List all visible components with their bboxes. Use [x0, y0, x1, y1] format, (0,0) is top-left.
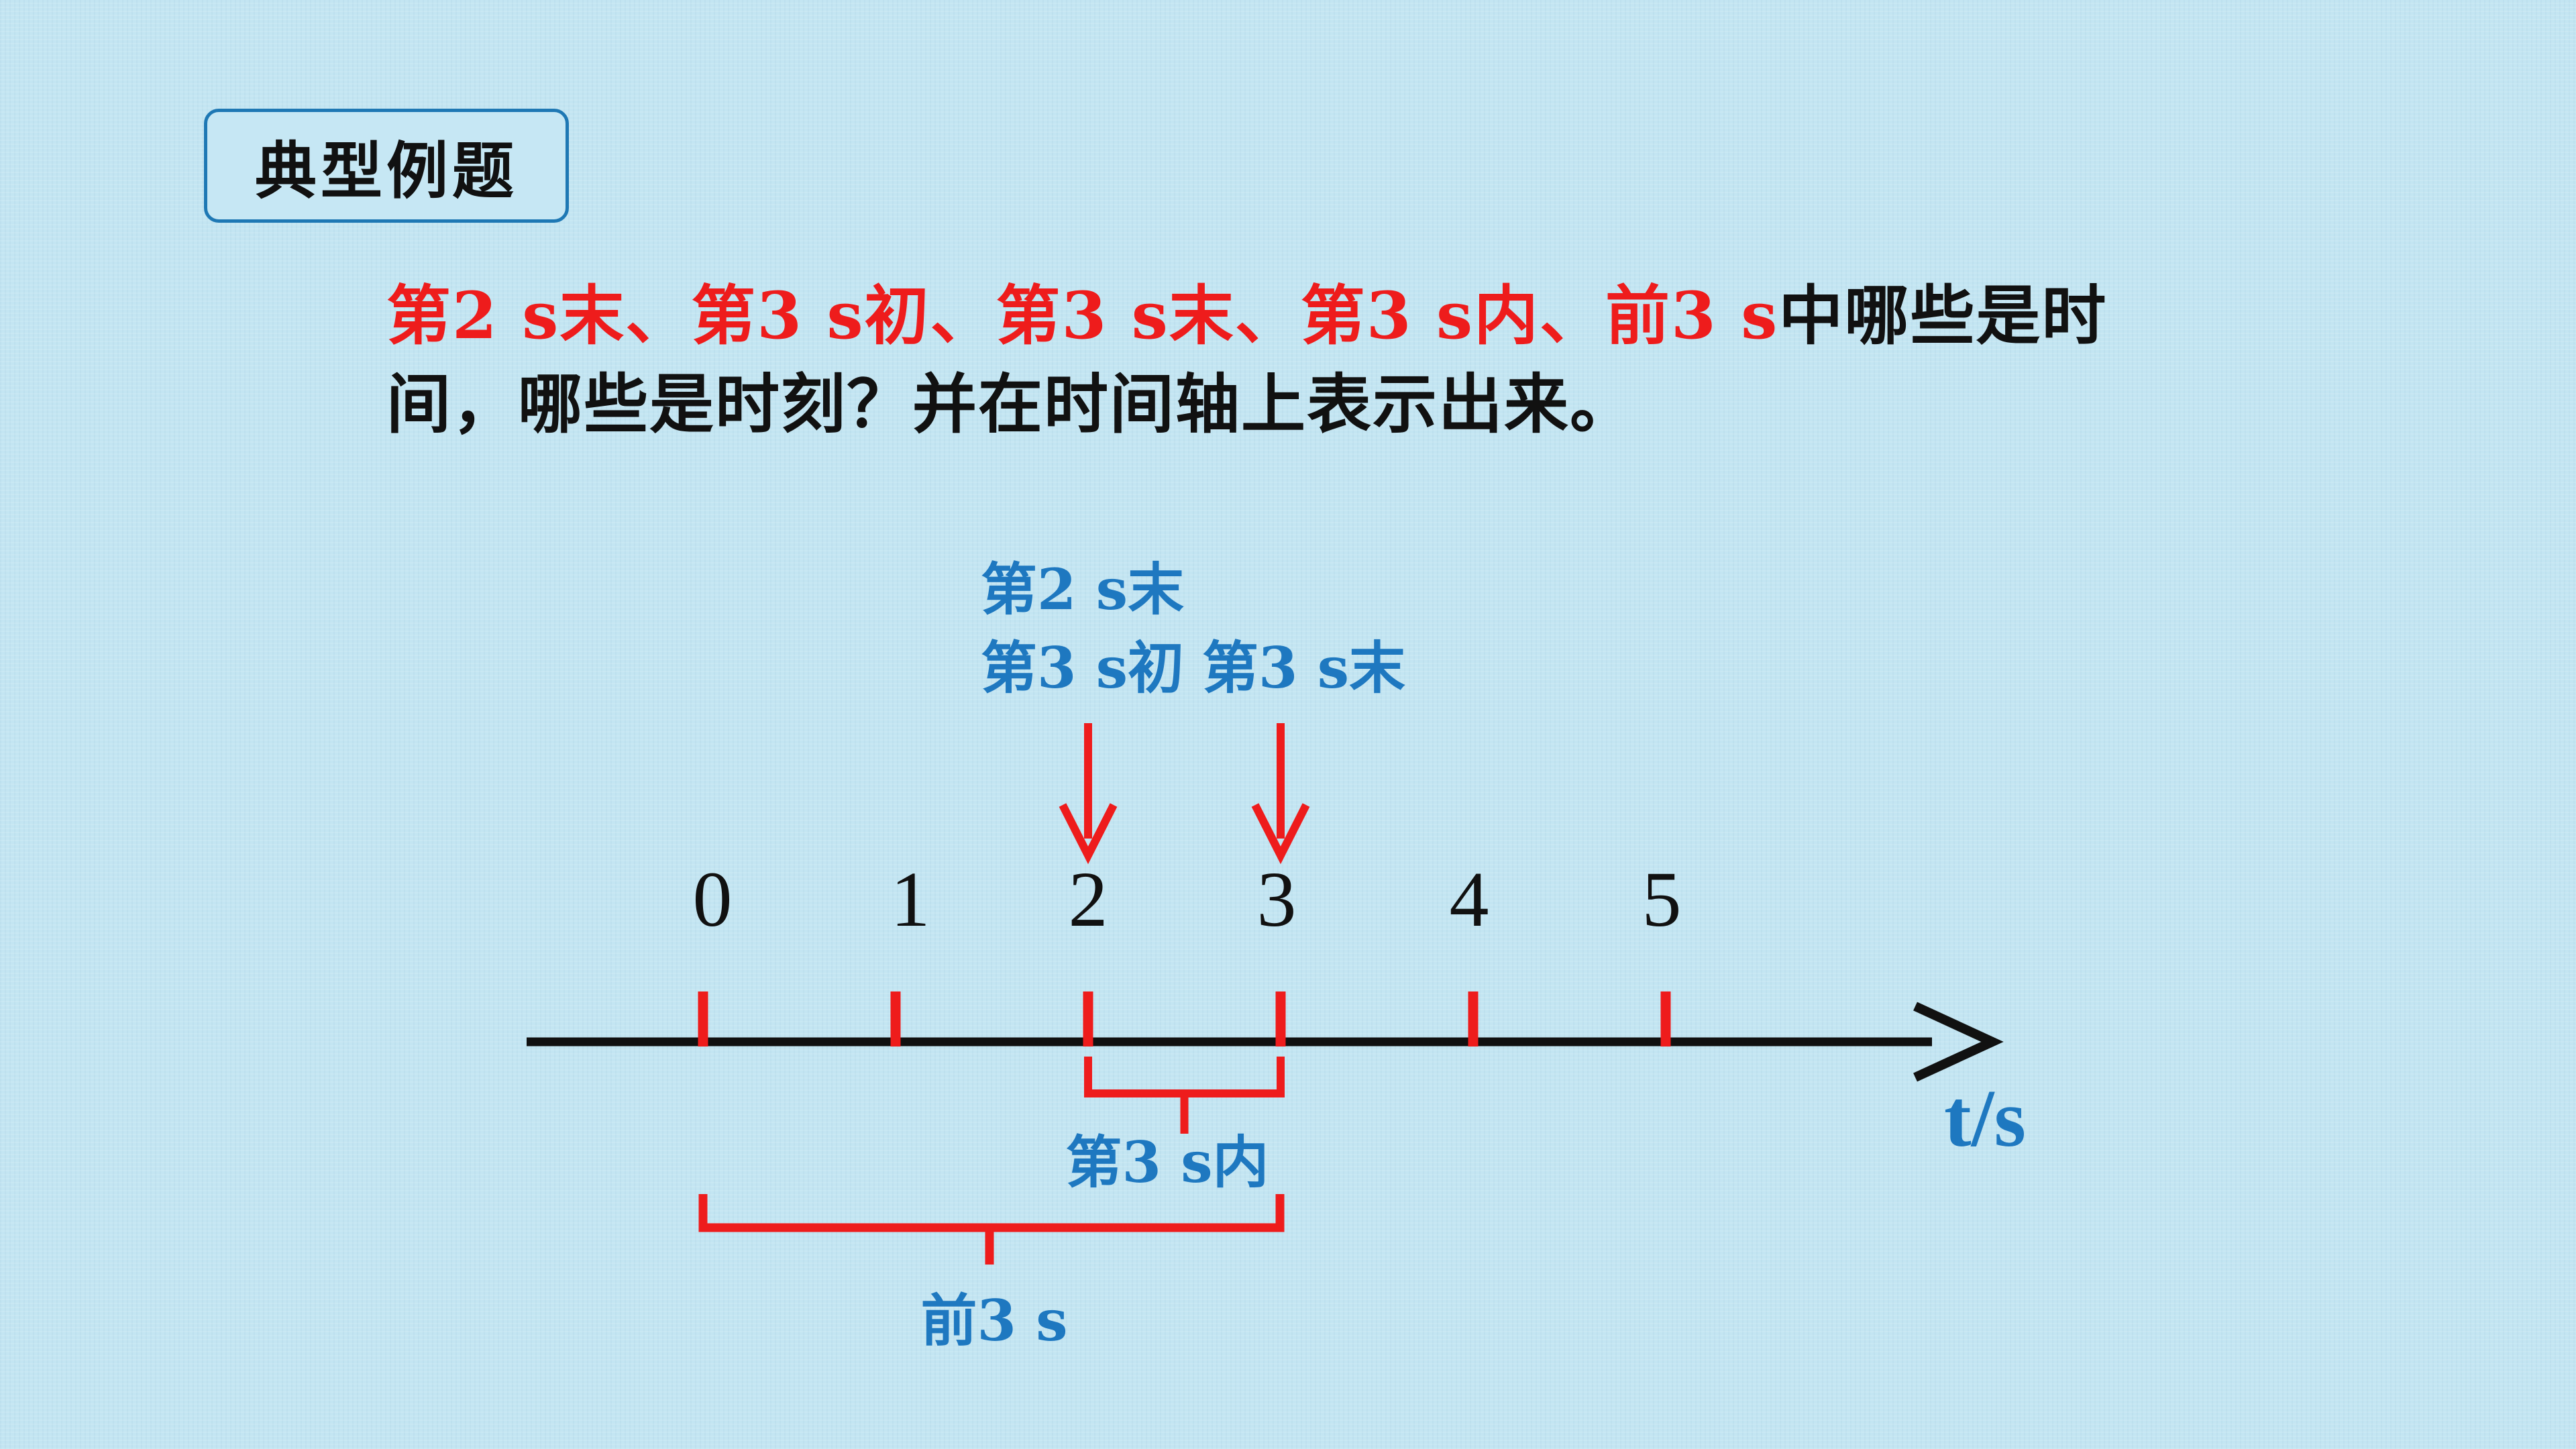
tick-label-4: 4: [1450, 855, 1489, 943]
axis-label: t/s: [1944, 1073, 2026, 1164]
interval-label-2-3: 第3 s内: [1066, 1129, 1269, 1195]
interval-brace-0-3: [698, 1194, 1285, 1232]
question-terms: 第2 s末、第3 s初、第3 s末、第3 s内、前3 s: [386, 278, 1779, 354]
title-text: 典型例题: [254, 134, 518, 207]
instant-group: 第2 s末第3 s初第3 s末: [981, 556, 1405, 865]
tick-label-0: 0: [693, 855, 733, 943]
title-box: 典型例题: [204, 109, 569, 223]
tick-group: [698, 991, 1671, 1046]
instant-label-2-0: 第2 s末: [981, 556, 1184, 623]
question-line2: 间，哪些是时刻？并在时间轴上表示出来。: [386, 366, 1635, 442]
interval-brace-2-3: [1084, 1057, 1285, 1097]
tick-label-2: 2: [1069, 855, 1108, 943]
tick-label-5: 5: [1642, 855, 1682, 943]
question-text: 第2 s末、第3 s初、第3 s末、第3 s内、前3 s中哪些是时 间，哪些是时…: [386, 272, 2198, 449]
tick-label-3: 3: [1257, 855, 1297, 943]
instant-label-3-0: 第3 s末: [1202, 635, 1405, 701]
tick-label-group: 0 1 2 3 4 5: [693, 855, 1682, 943]
instant-arrowhead-3: [1251, 803, 1310, 865]
instant-arrowhead-2: [1059, 803, 1118, 865]
question-part1: 中哪些是时: [1778, 278, 2108, 354]
instant-label-2-1: 第3 s初: [981, 635, 1184, 701]
axis-arrowhead: [1913, 1002, 2004, 1082]
tick-label-1: 1: [891, 855, 930, 943]
interval-label-0-3: 前3 s: [921, 1287, 1068, 1354]
